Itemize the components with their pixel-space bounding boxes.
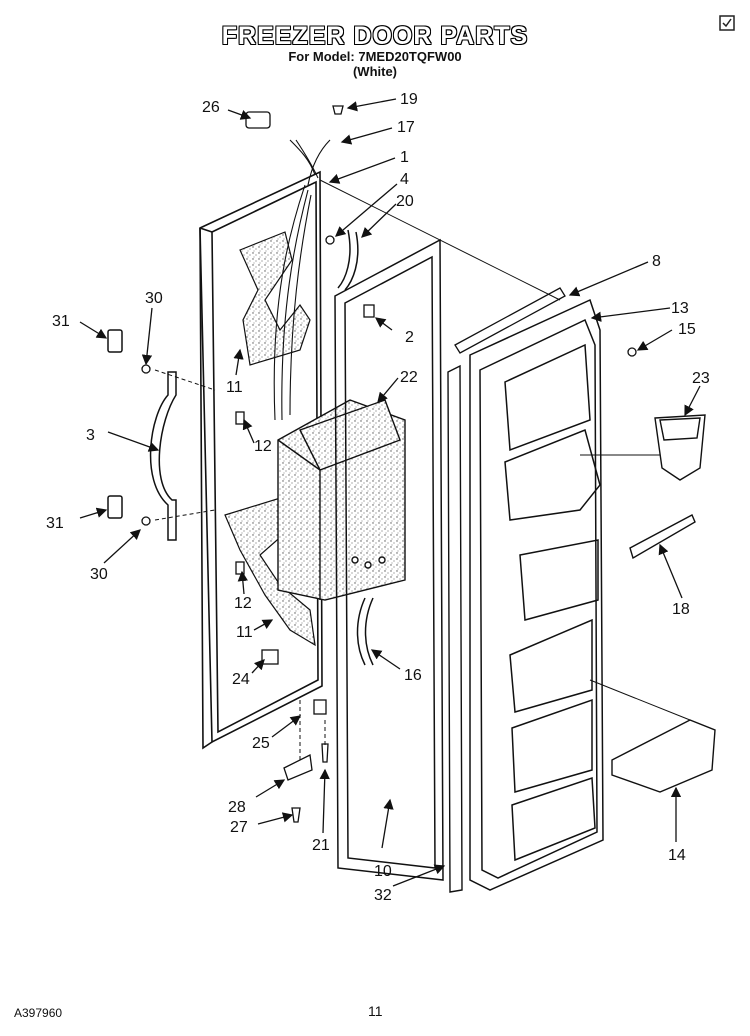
callout-31-top: 31 [52,313,70,330]
page-number: 11 [368,1003,383,1019]
leader-lines [154,179,691,760]
inner-door-liner [469,298,604,891]
shelf-rail [629,514,696,560]
callout-8: 8 [652,253,661,270]
callout-30-top: 30 [145,290,163,307]
hoses [337,229,374,666]
checkbox-icon [719,15,735,31]
callout-12-lower: 12 [234,595,252,612]
callout-16: 16 [404,667,422,684]
callout-4: 4 [400,171,409,188]
callout-arrows [79,98,701,887]
door-bin [611,719,716,793]
callout-2: 2 [405,329,414,346]
diagram-title: FREEZER DOOR PARTS [221,22,529,50]
model-line: For Model: 7MED20TQFW00 [288,49,462,64]
callout-25: 25 [252,735,270,752]
callout-labels: 26 19 17 1 4 20 8 13 15 31 30 2 23 11 22… [46,91,710,904]
callout-32: 32 [374,887,392,904]
top-trim [454,287,566,354]
callout-10: 10 [374,863,392,880]
small-hardware [141,105,637,823]
callout-23: 23 [692,370,710,387]
callout-22: 22 [400,369,418,386]
callout-11-lower: 11 [236,624,253,641]
callout-17: 17 [397,119,415,136]
callout-28: 28 [228,799,246,816]
callout-18: 18 [672,601,690,618]
callout-3: 3 [86,427,95,444]
callout-31-bottom: 31 [46,515,64,532]
callout-1: 1 [400,149,409,166]
callout-30-bottom: 30 [90,566,108,583]
callout-11-upper: 11 [226,379,243,396]
color-line: (White) [352,64,398,79]
breaker-strip [447,364,463,893]
dispenser-housing [277,399,406,601]
callout-14: 14 [668,847,686,864]
door-handle [107,329,177,541]
callout-13: 13 [671,300,689,317]
callout-27: 27 [230,819,248,836]
drawing-id: A397960 [14,1006,63,1020]
callout-12-upper: 12 [254,438,272,455]
callout-26: 26 [202,99,220,116]
ice-chute [654,414,706,481]
wire-harness [273,139,331,421]
callout-19: 19 [400,91,418,108]
callout-21: 21 [312,837,330,854]
callout-20: 20 [396,193,414,210]
callout-15: 15 [678,321,696,338]
callout-24: 24 [232,671,250,688]
